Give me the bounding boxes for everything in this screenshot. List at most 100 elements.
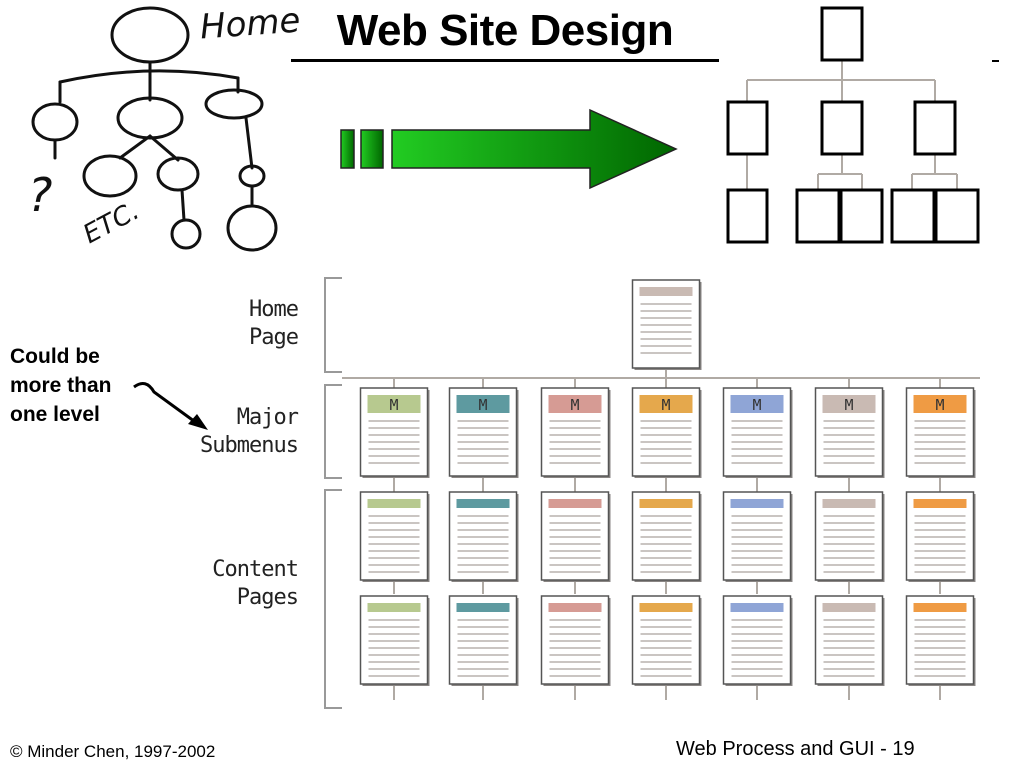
sketch-level3-node [170, 218, 202, 250]
menu-marker-label: M [661, 396, 670, 414]
level-label-line: Content [212, 557, 299, 582]
tree-level1-box [820, 100, 864, 156]
menu-marker-label: M [478, 396, 487, 414]
tree-level1-box [913, 100, 957, 156]
page-header-bar [913, 395, 967, 413]
annotation-pointer-arrow [133, 381, 208, 430]
page-header-bar [548, 499, 602, 508]
tree-level2-box [795, 188, 841, 244]
page-header-bar [367, 603, 421, 612]
content-page-thumbnail [722, 595, 793, 686]
footer-page-info: Web Process and GUI - 19 [676, 738, 915, 760]
submenu-page-thumbnail: M [540, 387, 611, 478]
transform-arrow [340, 108, 678, 190]
menu-marker-label: M [570, 396, 579, 414]
tree-level2-box [726, 188, 769, 244]
tree-level2-box [839, 188, 884, 244]
level-label-line: Page [249, 325, 299, 350]
major-submenus-level-label: Major Submenus [160, 404, 299, 460]
home-level-bracket [324, 277, 342, 373]
footer-copyright: © Minder Chen, 1997-2002 [10, 742, 216, 761]
submenu-page-thumbnail: M [359, 387, 430, 478]
note-line: more than [10, 374, 112, 397]
arrow-tail-block [360, 129, 384, 169]
level-label-line: Pages [236, 585, 299, 610]
major-level-bracket [324, 384, 342, 479]
content-page-thumbnail [814, 595, 885, 686]
content-page-thumbnail [448, 595, 519, 686]
level-brackets [324, 277, 342, 709]
sketch-line [180, 188, 186, 222]
page-header-bar [367, 499, 421, 508]
content-page-thumbnail [540, 491, 611, 582]
arrow-tail-block [340, 129, 355, 169]
tree-level2-box [934, 188, 980, 244]
sketch-question-mark: ? [28, 168, 53, 222]
page-header-bar [913, 499, 967, 508]
submenu-page-thumbnail: M [905, 387, 976, 478]
content-page-thumbnail [359, 491, 430, 582]
page-header-bar [456, 499, 510, 508]
content-page-thumbnail [814, 491, 885, 582]
submenu-page-thumbnail: M [631, 387, 702, 478]
content-page-thumbnail [448, 491, 519, 582]
home-page-thumbnail [631, 279, 702, 370]
menu-marker-label: M [752, 396, 761, 414]
level-label-line: Major [236, 405, 299, 430]
page-header-bar [456, 603, 510, 612]
page-header-bar [639, 499, 693, 508]
sketch-home-node [110, 6, 190, 64]
page-header-bar [913, 603, 967, 612]
sketch-level2-node [156, 156, 200, 192]
content-page-thumbnail [905, 595, 976, 686]
page-header-bar [730, 395, 784, 413]
sketch-level1-node [204, 88, 264, 120]
slide-title: Web Site Design [336, 6, 674, 55]
tree-level2-box [890, 188, 936, 244]
level-note-annotation: Could be more than one level [10, 342, 112, 429]
content-page-thumbnail [631, 491, 702, 582]
home-page-level-label: Home Page [190, 296, 299, 352]
submenu-page-thumbnail: M [722, 387, 793, 478]
content-page-thumbnail [631, 595, 702, 686]
submenu-page-thumbnail: M [814, 387, 885, 478]
content-page-thumbnail [359, 595, 430, 686]
content-page-thumbnail [905, 491, 976, 582]
content-page-thumbnail [722, 491, 793, 582]
level-label-line: Home [249, 297, 299, 322]
sketch-level2-node [82, 154, 138, 198]
menu-marker-label: M [935, 396, 944, 414]
sketch-level1-node [116, 96, 184, 140]
arrow-shaft [391, 108, 678, 190]
sketch-line [244, 116, 254, 170]
page-header-bar [822, 603, 876, 612]
menu-marker-label: M [844, 396, 853, 414]
page-header-bar [822, 395, 876, 413]
content-level-bracket [324, 489, 342, 709]
page-header-bar [639, 287, 693, 296]
page-header-bar [639, 395, 693, 413]
submenu-page-thumbnail: M [448, 387, 519, 478]
sketch-home-label: Home [198, 0, 302, 48]
level-label-line: Submenus [200, 433, 299, 458]
page-header-bar [548, 603, 602, 612]
content-pages-level-label: Content Pages [180, 556, 299, 612]
page-header-bar [367, 395, 421, 413]
tree-root-box [820, 6, 864, 62]
formal-site-hierarchy [726, 6, 980, 244]
sketch-level1-node [31, 102, 79, 142]
menu-marker-label: M [389, 396, 398, 414]
note-line: Could be [10, 345, 100, 368]
content-page-thumbnail [540, 595, 611, 686]
page-header-bar [548, 395, 602, 413]
tree-level1-box [726, 100, 769, 156]
corner-dash-mark [992, 60, 999, 62]
page-header-bar [456, 395, 510, 413]
sketch-line [118, 134, 180, 162]
page-header-bar [730, 499, 784, 508]
page-header-bar [822, 499, 876, 508]
page-header-bar [639, 603, 693, 612]
hand-drawn-site-sketch [31, 6, 278, 252]
